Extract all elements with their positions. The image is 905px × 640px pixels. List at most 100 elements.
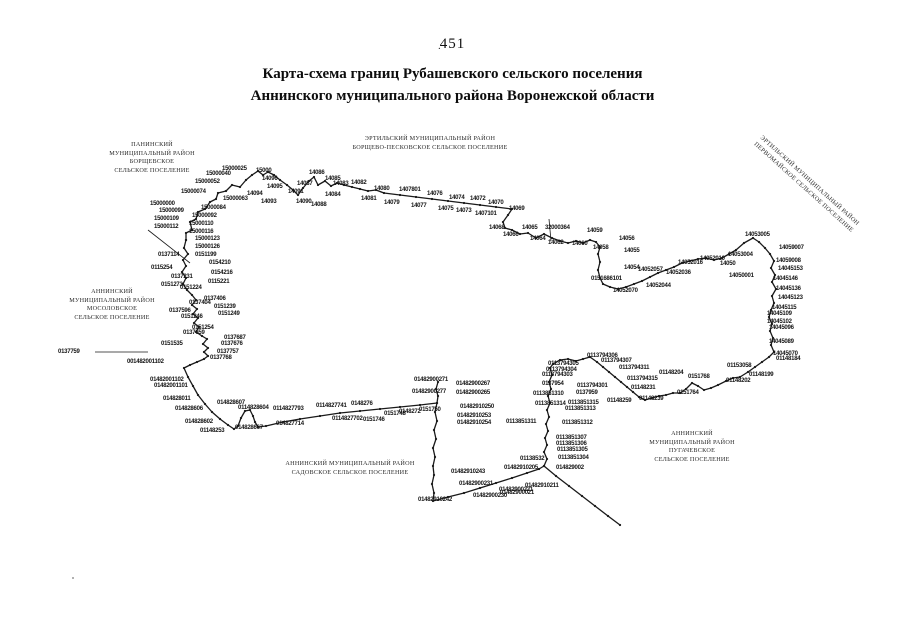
boundary-polyline [435,381,439,404]
boundary-point-dot [182,366,186,370]
point-label: 0151768 [688,374,710,380]
point-label: 15000074 [181,189,206,195]
point-label: 15000025 [222,166,247,172]
boundary-point-dot [358,187,362,191]
boundary-point-dot [566,357,570,361]
boundary-point-dot [545,457,549,461]
boundary-point-dot [194,217,198,221]
boundary-point-dot [534,236,538,240]
boundary-point-dot [196,316,200,320]
point-label: 14045115 [772,305,797,311]
boundary-point-dot [598,260,602,264]
point-label: 01482910250 [460,404,494,410]
boundary-point-dot [632,282,636,286]
boundary-point-dot [335,181,339,185]
boundary-point-dot [202,357,206,361]
point-label: 14059007 [779,245,804,251]
point-label: 14052057 [638,267,663,273]
point-label: 01482900267 [456,381,490,387]
point-label: 0113794307 [601,358,632,364]
boundary-point-dot [537,467,541,471]
region-label-line: АННИНСКИЙ МУНИЦИПАЛЬНЫЙ РАЙОН [285,460,415,467]
boundary-point-dot [588,355,592,359]
point-label: 0114827702 [332,416,363,422]
map-title: Карта-схема границ Рубашевского сельског… [0,64,905,108]
boundary-point-dot [430,482,434,486]
point-label: 0137768 [210,355,232,361]
boundary-point-dot [510,207,514,211]
boundary-point-dot [768,329,772,333]
boundary-point-dot [398,193,402,197]
boundary-point-dot [613,375,617,379]
point-label: 01482001101 [154,383,188,389]
boundary-point-dot [518,232,522,236]
point-label: 14045146 [773,276,798,282]
point-label: 14073 [456,208,472,214]
point-label: 01482910211 [525,483,559,489]
boundary-point-dot [478,203,482,207]
point-label: 14075 [438,206,454,212]
point-label: 1407101 [475,211,497,217]
point-label: 014827714 [276,421,304,427]
point-label: 15000126 [195,244,220,250]
region-label-line: МУНИЦИПАЛЬНЫЙ РАЙОН [649,438,735,446]
point-label: 14068 [489,225,505,231]
boundary-point-dot [433,410,437,414]
point-label: 14076 [427,191,443,197]
boundary-point-dot [742,241,746,245]
point-label: 14070 [488,200,504,206]
boundary-point-dot [727,252,731,256]
point-label: 15000084 [201,205,226,211]
point-label: 14085 [325,176,341,182]
boundary-point-dot [734,248,738,252]
boundary-point-dot [593,504,597,508]
boundary-point-dot [637,395,641,399]
boundary-point-dot [772,350,776,354]
point-label: 0113851304 [558,455,589,461]
boundary-point-dot [329,184,333,188]
boundary-point-dot [657,394,661,398]
point-label: 14045136 [776,286,801,292]
point-label: 0115221 [208,279,230,285]
point-label: 0151764 [677,390,699,396]
boundary-point-dot [296,193,300,197]
point-label: 0113851306 [556,441,587,447]
point-label: 14077 [411,203,427,209]
point-label: 01482900221 [499,487,533,493]
point-label: 0151246 [181,314,203,320]
boundary-point-dot [226,423,230,427]
map-title-line1: Карта-схема границ Рубашевского сельског… [262,66,643,82]
point-label: 14045089 [769,339,794,345]
boundary-point-dot [769,308,773,312]
boundary-point-dot [366,189,370,193]
boundary-point-dot [595,360,599,364]
boundary-point-dot [772,259,776,263]
point-label: 0137659 [183,330,205,336]
point-label: 15000052 [195,179,220,185]
boundary-point-dot [763,246,767,250]
boundary-point-dot [702,388,706,392]
boundary-point-dot [547,380,551,384]
boundary-point-dot [724,379,728,383]
point-label: 0151273 [161,282,183,288]
boundary-point-dot [256,425,260,429]
boundary-point-dot [526,231,530,235]
boundary-point-dot [203,207,207,211]
boundary-point-dot [374,188,378,192]
boundary-point-dot [551,362,555,366]
boundary-point-dot [478,486,482,490]
point-label: 0137676 [221,341,243,347]
boundary-point-dot [184,276,188,280]
boundary-point-dot [720,256,724,260]
boundary-point-dot [236,424,240,428]
boundary-point-dot [581,357,585,361]
boundary-point-dot [323,179,327,183]
boundary-point-dot [216,191,220,195]
point-label: 14091 [288,189,304,195]
boundary-point-dot [184,238,188,242]
boundary-point-dot [616,287,620,291]
point-label: 0151535 [161,341,183,347]
point-label: 0151199 [195,252,217,258]
point-label: 0114827793 [273,406,304,412]
